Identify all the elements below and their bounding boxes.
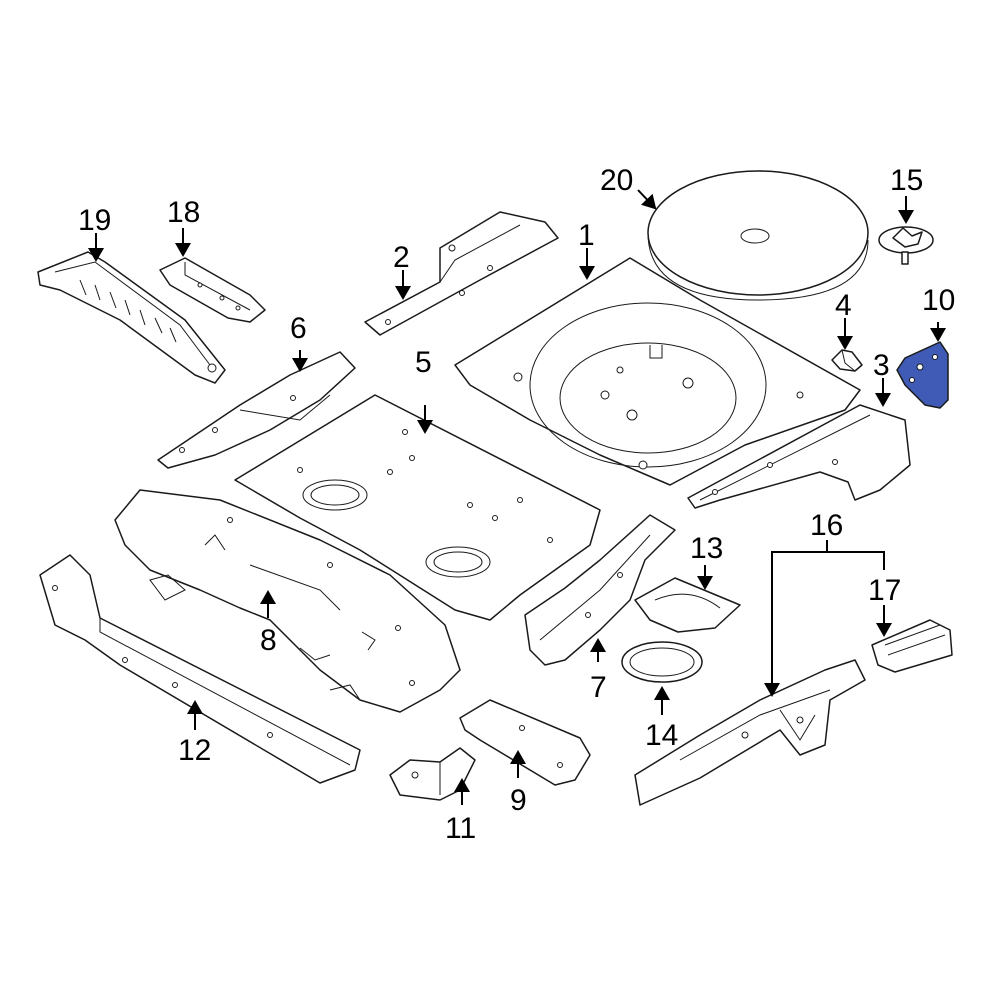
part-6-side-panel[interactable]	[157, 351, 356, 469]
callout-6: 6	[290, 312, 307, 345]
part-13-cover-plate[interactable]	[634, 577, 741, 633]
part-10-bracket-highlighted[interactable]	[896, 341, 949, 409]
part-8-front-floor-panel[interactable]	[114, 489, 461, 713]
callout-20: 20	[600, 164, 633, 197]
callout-10: 10	[922, 284, 955, 317]
callout-14: 14	[645, 719, 678, 752]
part-12-cross-member[interactable]	[39, 554, 361, 784]
part-5-center-floor-panel[interactable]	[234, 394, 601, 621]
part-14-grommet-ring[interactable]	[621, 641, 703, 683]
part-1-rear-floor-pan[interactable]	[454, 257, 861, 486]
callout-2: 2	[393, 241, 410, 274]
callout-18: 18	[167, 196, 200, 229]
callout-17: 17	[868, 574, 901, 607]
callout-8: 8	[260, 624, 277, 657]
part-18-rail-bracket[interactable]	[159, 257, 266, 323]
part-4-bracket[interactable]	[831, 349, 863, 372]
part-9-floor-bracket[interactable]	[459, 699, 591, 786]
part-16-subframe-rail[interactable]	[634, 659, 866, 806]
part-17-rail-section[interactable]	[871, 619, 953, 673]
callout-9: 9	[510, 784, 527, 817]
part-11-mount-bracket[interactable]	[389, 747, 476, 801]
part-15-fastener[interactable]	[878, 226, 934, 265]
callout-19: 19	[78, 204, 111, 237]
callout-labels: 1 2 3 4 5 6 7 8 9 10 11 12 13 14 15 16 1…	[78, 164, 955, 845]
callout-3: 3	[873, 349, 890, 382]
callout-13: 13	[690, 532, 723, 565]
part-20-tire-cover[interactable]	[647, 170, 869, 301]
callout-11: 11	[445, 812, 476, 845]
part-7-curved-panel[interactable]	[524, 514, 676, 666]
part-3-cross-member[interactable]	[687, 404, 911, 509]
callout-15: 15	[890, 164, 923, 197]
callout-1: 1	[578, 219, 595, 252]
callout-4: 4	[835, 289, 852, 322]
callout-5: 5	[415, 346, 432, 379]
callout-7: 7	[590, 671, 607, 704]
callout-12: 12	[178, 734, 211, 767]
leader-lines	[88, 189, 946, 805]
callout-16: 16	[810, 509, 843, 542]
part-2-upper-rail[interactable]	[364, 211, 559, 336]
